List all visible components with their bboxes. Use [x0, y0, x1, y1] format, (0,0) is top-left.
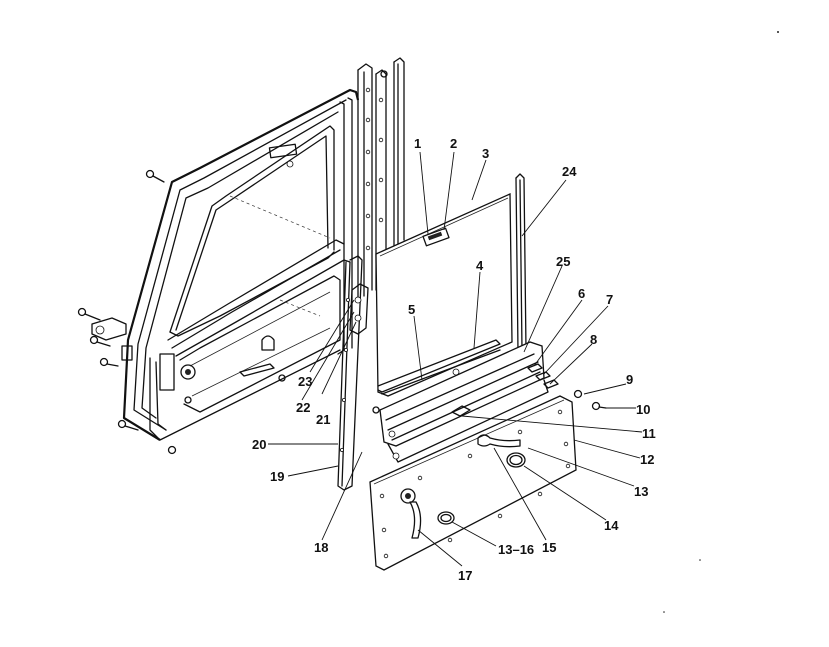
- bolt-icon: [77, 169, 286, 455]
- callout-7: 7: [606, 292, 613, 307]
- callout-15: 15: [542, 540, 556, 555]
- callout-20: 20: [252, 437, 266, 452]
- callout-3: 3: [482, 146, 489, 161]
- callout-1: 1: [414, 136, 421, 151]
- callout-9: 9: [626, 372, 633, 387]
- callout-22: 22: [296, 400, 310, 415]
- callout-13: 13: [634, 484, 648, 499]
- door-frame: [77, 88, 360, 455]
- callout-8: 8: [590, 332, 597, 347]
- inner-trim-panel: [369, 395, 577, 571]
- rear-run-channel: [515, 173, 527, 353]
- callout-2: 2: [450, 136, 457, 151]
- callout-17: 17: [458, 568, 472, 583]
- callout-4: 4: [476, 258, 484, 273]
- callout-25: 25: [556, 254, 570, 269]
- vertical-run-channels: [337, 57, 405, 491]
- callout-13-16: 13–16: [498, 542, 534, 557]
- callout-24: 24: [562, 164, 577, 179]
- callout-labels: 1 2 3 4 5 6 7 8 9 10 11 12 13 14 15 13–1…: [252, 136, 656, 583]
- callout-21: 21: [316, 412, 330, 427]
- callout-14: 14: [604, 518, 619, 533]
- callout-6: 6: [578, 286, 585, 301]
- callout-19: 19: [270, 469, 284, 484]
- leader-lines: [268, 151, 643, 567]
- callout-12: 12: [640, 452, 654, 467]
- callout-10: 10: [636, 402, 650, 417]
- callout-11: 11: [642, 426, 656, 441]
- callout-5: 5: [408, 302, 415, 317]
- callout-23: 23: [298, 374, 312, 389]
- window-regulator-assembly: [372, 341, 607, 463]
- callout-18: 18: [314, 540, 328, 555]
